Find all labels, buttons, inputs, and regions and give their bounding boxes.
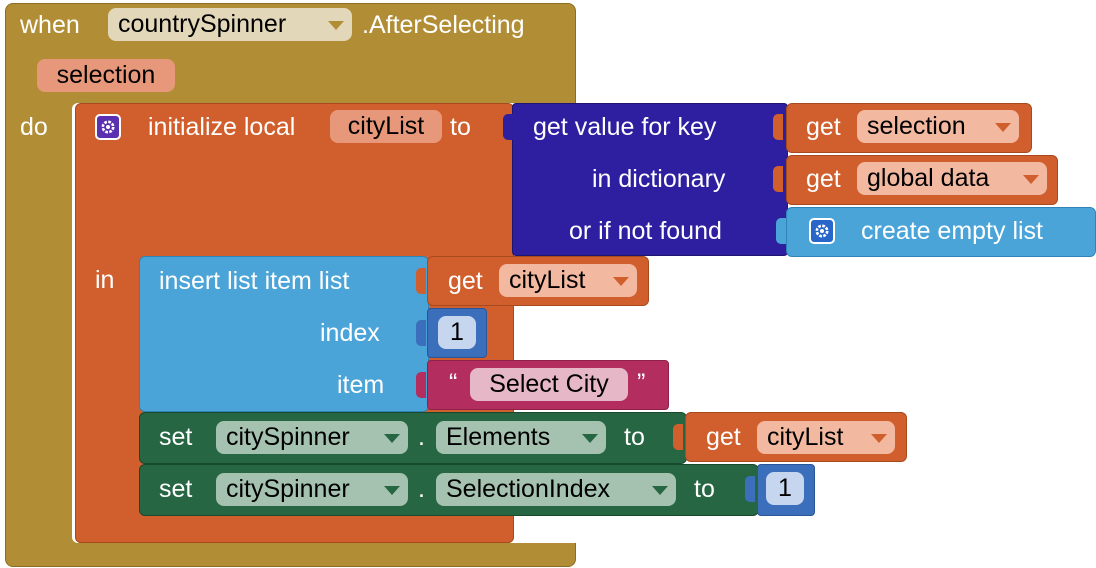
set-label: set [159,423,193,451]
or-if-not-found-label: or if not found [569,217,722,245]
selection-index-number-notch [745,476,755,502]
index-number-notch [416,320,426,346]
do-label: do [20,113,48,141]
chevron-down-icon [582,434,598,443]
event-parameter-selection[interactable]: selection [37,59,175,92]
chevron-down-icon [1023,175,1039,184]
get-selection-notch [773,114,783,140]
component-dropdown-country-spinner[interactable]: countrySpinner [108,8,352,41]
item-text-field[interactable]: Select City [470,368,628,401]
gear-icon[interactable] [809,218,835,244]
index-label: index [320,319,380,347]
set-to-label: to [694,475,715,503]
when-label: when [20,11,80,39]
component-dropdown-city-spinner[interactable]: citySpinner [216,421,408,454]
open-quote: “ [449,369,458,397]
get-label: get [448,267,483,295]
chevron-down-icon [995,123,1011,132]
get-label: get [706,423,741,451]
property-dropdown-selection-index[interactable]: SelectionIndex [436,473,676,506]
get-label: get [806,113,841,141]
get-citylist-notch-2 [673,424,683,450]
set-to-label: to [624,423,645,451]
close-quote: ” [637,369,646,397]
create-empty-list-block[interactable] [786,207,1096,257]
create-empty-list-notch [776,218,786,244]
item-text-notch [416,372,426,398]
get-global-data-notch [773,166,783,192]
in-dictionary-label: in dictionary [592,165,726,193]
chevron-down-icon [613,277,629,286]
property-dropdown-elements[interactable]: Elements [436,421,606,454]
set-label: set [159,475,193,503]
variable-dropdown-global-data[interactable]: global data [857,162,1047,195]
component-dropdown-city-spinner-2[interactable]: citySpinner [216,473,408,506]
variable-dropdown-citylist[interactable]: cityList [499,264,637,297]
initialize-local-in-label: in [95,266,115,294]
chevron-down-icon [871,434,887,443]
get-value-for-key-label: get value for key [533,113,717,141]
chevron-down-icon [384,434,400,443]
dot-label: . [418,475,425,503]
initialize-local-label: initialize local [148,113,296,141]
initialize-local-bottom-bar [75,518,514,543]
dot-label: . [418,423,425,451]
chevron-down-icon [328,21,344,30]
event-name-label: .AfterSelecting [362,11,525,39]
gear-icon[interactable] [95,114,121,140]
index-number-field[interactable]: 1 [438,316,476,349]
chevron-down-icon [652,486,668,495]
get-citylist-notch [416,268,426,294]
variable-dropdown-selection[interactable]: selection [857,110,1019,143]
dictionary-lookup-block[interactable] [512,103,788,256]
dictionary-lookup-input-notch [503,114,513,140]
selection-index-number-field[interactable]: 1 [766,472,804,505]
chevron-down-icon [384,486,400,495]
insert-list-item-label: insert list item list [159,267,350,295]
item-label: item [337,371,385,399]
local-variable-name-citylist[interactable]: cityList [330,110,442,143]
insert-list-item-block[interactable] [139,256,429,412]
initialize-local-to-label: to [450,113,471,141]
create-empty-list-label: create empty list [861,217,1044,245]
get-label: get [806,165,841,193]
variable-dropdown-citylist-2[interactable]: cityList [757,421,895,454]
